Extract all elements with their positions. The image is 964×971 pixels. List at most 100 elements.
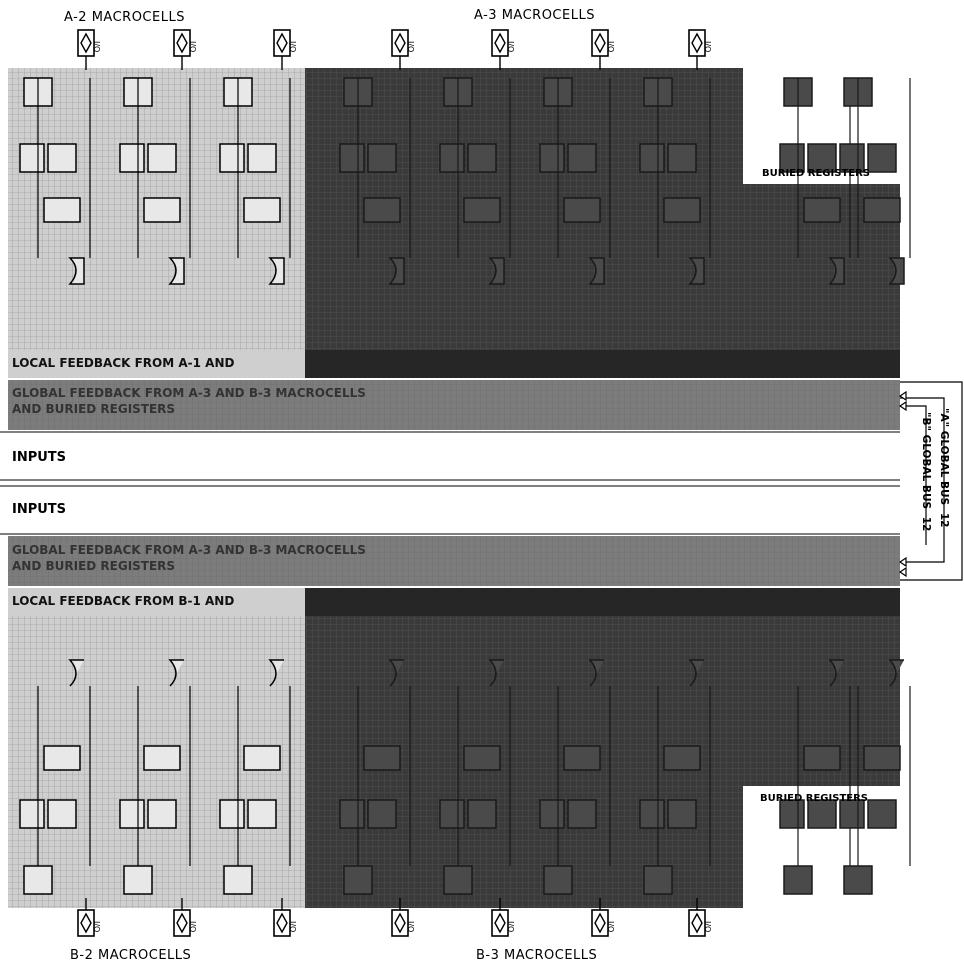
mux-block xyxy=(339,799,365,829)
macrocell-symbol xyxy=(779,77,851,285)
io-pin: I/O xyxy=(391,898,415,937)
mux-block xyxy=(19,799,45,829)
local-feedback-bottom-dark xyxy=(305,588,900,616)
global-feedback-bottom-grid xyxy=(8,536,900,586)
io-pin-label: I/O xyxy=(606,921,615,932)
mux-block xyxy=(439,143,465,173)
register-block xyxy=(147,799,177,829)
register-block xyxy=(443,865,473,895)
register-block xyxy=(843,865,873,895)
register-block xyxy=(643,865,673,895)
or-gate-symbol xyxy=(588,659,604,687)
flipflop-block xyxy=(863,197,901,223)
macrocell-symbol xyxy=(339,77,411,285)
local-feedback-top-dark xyxy=(305,350,900,378)
io-pin-diamond xyxy=(276,32,288,54)
register-block xyxy=(867,799,897,829)
io-pin-diamond xyxy=(594,32,606,54)
register-block xyxy=(123,865,153,895)
io-pin-diamond xyxy=(80,32,92,54)
io-pin: I/O xyxy=(688,898,712,937)
flipflop-block xyxy=(663,745,701,771)
macrocell-symbol xyxy=(119,659,191,895)
buried-registers-bottom-label: BURIED REGISTERS xyxy=(760,793,868,804)
global-feedback-top-grid xyxy=(8,380,900,430)
register-block xyxy=(23,865,53,895)
io-pin: I/O xyxy=(273,898,297,937)
mux-block xyxy=(339,143,365,173)
b-global-bus-width: 12 xyxy=(920,516,932,532)
global-feedback-bottom-label-1: GLOBAL FEEDBACK FROM A-3 AND B-3 MACROCE… xyxy=(12,543,366,557)
or-gate-symbol xyxy=(68,257,85,285)
or-gate-symbol xyxy=(688,257,705,285)
global-feedback-top-label-2: AND BURIED REGISTERS xyxy=(12,402,176,416)
io-pin-diamond xyxy=(176,912,188,934)
register-block xyxy=(147,143,177,173)
flipflop-block xyxy=(363,745,401,771)
b2-macrocells-label: B-2 MACROCELLS xyxy=(70,948,192,963)
register-block xyxy=(567,143,597,173)
or-gate-symbol xyxy=(268,659,284,687)
b-global-bus-name: "B" GLOBAL BUS xyxy=(920,412,932,510)
register-block xyxy=(807,799,837,829)
mux-block xyxy=(119,143,145,173)
io-pin: I/O xyxy=(491,898,515,937)
io-pin-diamond xyxy=(494,32,506,54)
a-global-bus-name: "A" GLOBAL BUS xyxy=(938,408,950,506)
io-pin-diamond xyxy=(494,912,506,934)
register-block xyxy=(367,143,397,173)
global-feedback-top-label-1: GLOBAL FEEDBACK FROM A-3 AND B-3 MACROCE… xyxy=(12,386,366,400)
register-block xyxy=(867,143,897,173)
io-pin-label: I/O xyxy=(288,41,297,52)
flipflop-block xyxy=(143,745,181,771)
io-pin-diamond xyxy=(691,912,703,934)
or-gate-symbol xyxy=(888,659,904,687)
mux-block xyxy=(779,799,805,829)
macrocell-symbol xyxy=(779,659,851,895)
register-block xyxy=(467,143,497,173)
flipflop-block xyxy=(243,745,281,771)
flipflop-block xyxy=(143,197,181,223)
or-gate-symbol xyxy=(388,659,404,687)
or-gate-symbol xyxy=(828,257,845,285)
flipflop-block xyxy=(463,197,501,223)
register-block xyxy=(343,865,373,895)
global-bus xyxy=(898,381,963,581)
io-pin-label: I/O xyxy=(506,41,515,52)
macrocell-symbol xyxy=(439,77,511,285)
io-pin: I/O xyxy=(688,29,712,70)
io-pin-diamond xyxy=(691,32,703,54)
flipflop-block xyxy=(243,197,281,223)
io-pin-diamond xyxy=(176,32,188,54)
register-block xyxy=(667,799,697,829)
macrocell-symbol xyxy=(439,659,511,895)
buried-registers-top-label: BURIED REGISTERS xyxy=(762,168,870,179)
macrocell-symbol xyxy=(19,659,91,895)
io-pin-label: I/O xyxy=(188,921,197,932)
or-gate-symbol xyxy=(268,257,285,285)
register-block xyxy=(667,143,697,173)
io-pin: I/O xyxy=(591,898,615,937)
macrocell-symbol xyxy=(639,77,711,285)
a2-macrocells-label: A-2 MACROCELLS xyxy=(64,10,185,25)
or-gate-symbol xyxy=(588,257,605,285)
register-block xyxy=(543,865,573,895)
macrocell-symbol xyxy=(219,77,291,285)
macrocell-symbol xyxy=(839,659,911,895)
flipflop-block xyxy=(43,745,81,771)
mux-block xyxy=(639,799,665,829)
local-feedback-top-label: LOCAL FEEDBACK FROM A-1 AND xyxy=(12,356,235,370)
io-pin-label: I/O xyxy=(703,921,712,932)
flipflop-block xyxy=(803,197,841,223)
register-block xyxy=(247,799,277,829)
macrocell-symbol xyxy=(219,659,291,895)
inputs-bottom-label: INPUTS xyxy=(12,502,67,517)
mux-block xyxy=(639,143,665,173)
mux-block xyxy=(119,799,145,829)
io-pins: I/OI/OI/OI/OI/OI/OI/OI/OI/OI/OI/OI/OI/OI… xyxy=(77,29,712,937)
register-block xyxy=(47,143,77,173)
io-pin: I/O xyxy=(491,29,515,70)
flipflop-block xyxy=(363,197,401,223)
or-gate-symbol xyxy=(168,257,185,285)
